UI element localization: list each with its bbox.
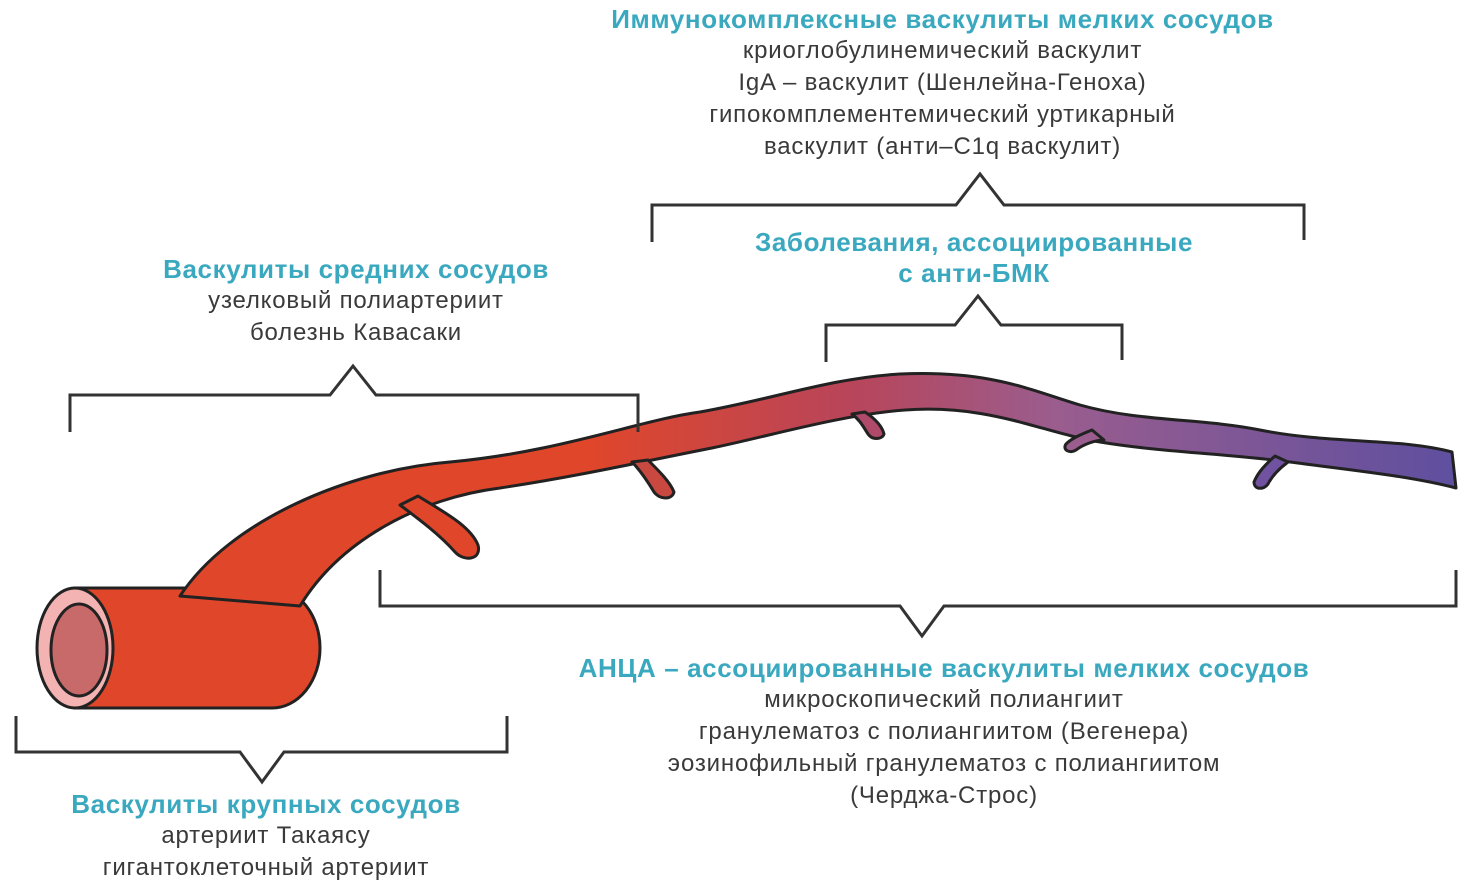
group-anti-gbm-title-line2: с анти-БМК xyxy=(660,258,1288,289)
group-medium-vessel: Васкулиты средних сосудов узелковый поли… xyxy=(96,254,616,349)
list-item: IgA – васкулит (Шенлейна-Геноха) xyxy=(490,67,1395,99)
list-item: гранулематоз с полиангиитом (Вегенера) xyxy=(448,716,1440,748)
bracket-medium-vessel xyxy=(70,366,638,432)
group-large-vessel-title: Васкулиты крупных сосудов xyxy=(4,789,528,820)
list-item: криоглобулинемический васкулит xyxy=(490,35,1395,67)
list-item: узелковый полиартериит xyxy=(96,285,616,317)
vessel-branch-5 xyxy=(1254,456,1288,488)
vessel-branch-1 xyxy=(400,496,479,558)
group-large-vessel: Васкулиты крупных сосудов артериит Такая… xyxy=(4,789,528,884)
vessel-branch-3 xyxy=(852,412,884,439)
group-anti-gbm-title-line1: Заболевания, ассоциированные xyxy=(660,227,1288,258)
vessel-branch-2 xyxy=(632,460,674,498)
tapering-vessel xyxy=(180,373,1456,606)
group-anca: АНЦА – ассоциированные васкулиты мелких … xyxy=(448,653,1440,812)
list-item: (Черджа-Строс) xyxy=(448,780,1440,812)
list-item: васкулит (анти–C1q васкулит) xyxy=(490,131,1395,163)
list-item: артериит Такаясу xyxy=(4,820,528,852)
list-item: эозинофильный гранулематоз с полиангиито… xyxy=(448,748,1440,780)
list-item: гипокомплементемический уртикарный xyxy=(490,99,1395,131)
bracket-anca xyxy=(380,570,1456,636)
group-immune-complex-title: Иммунокомплексные васкулиты мелких сосуд… xyxy=(490,4,1395,35)
bracket-anti-gbm xyxy=(826,296,1122,362)
group-anca-title: АНЦА – ассоциированные васкулиты мелких … xyxy=(448,653,1440,684)
list-item: гигантоклеточный артериит xyxy=(4,852,528,884)
group-medium-vessel-title: Васкулиты средних сосудов xyxy=(96,254,616,285)
group-anti-gbm: Заболевания, ассоциированные с анти-БМК xyxy=(660,227,1288,289)
group-immune-complex: Иммунокомплексные васкулиты мелких сосуд… xyxy=(490,4,1395,163)
vessel-lumen xyxy=(51,604,107,696)
bracket-large-vessel xyxy=(16,716,507,782)
list-item: микроскопический полиангиит xyxy=(448,684,1440,716)
list-item: болезнь Кавасаки xyxy=(96,317,616,349)
